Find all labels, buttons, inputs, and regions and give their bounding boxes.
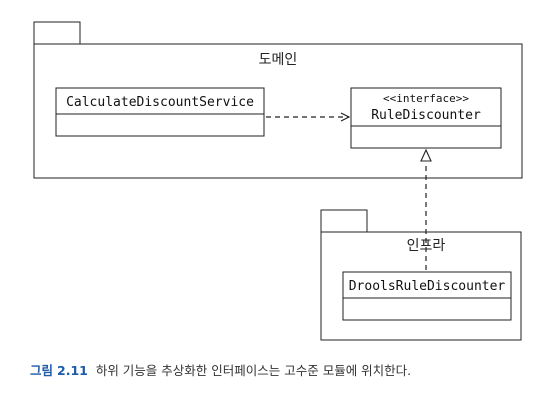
caption-label: 그림 bbox=[30, 363, 54, 378]
class-rule-discounter: <<interface>> RuleDiscounter bbox=[350, 87, 502, 149]
uml-diagram: 도메인 CalculateDiscountService <<interface… bbox=[33, 21, 523, 341]
realization-arrowhead bbox=[420, 148, 432, 162]
package-tab bbox=[33, 21, 81, 45]
class-box bbox=[55, 87, 265, 137]
package-title: 인프라 bbox=[407, 238, 446, 254]
package-tab bbox=[320, 209, 368, 233]
package-title: 도메인 bbox=[259, 52, 298, 68]
caption-number: 2.11 bbox=[57, 363, 88, 378]
class-box bbox=[350, 87, 502, 149]
class-name: DroolsRuleDiscounter bbox=[349, 279, 506, 294]
class-calculate-discount-service: CalculateDiscountService bbox=[55, 87, 265, 137]
class-box bbox=[342, 271, 512, 321]
class-stereotype: <<interface>> bbox=[383, 92, 469, 105]
caption-text: 하위 기능을 추상화한 인터페이스는 고수준 모듈에 위치한다. bbox=[95, 363, 412, 378]
class-drools-rule-discounter: DroolsRuleDiscounter bbox=[342, 271, 512, 321]
class-name: RuleDiscounter bbox=[371, 108, 481, 123]
class-name: CalculateDiscountService bbox=[66, 95, 254, 110]
figure-caption: 그림 2.11 하위 기능을 추상화한 인터페이스는 고수준 모듈에 위치한다. bbox=[30, 360, 411, 379]
